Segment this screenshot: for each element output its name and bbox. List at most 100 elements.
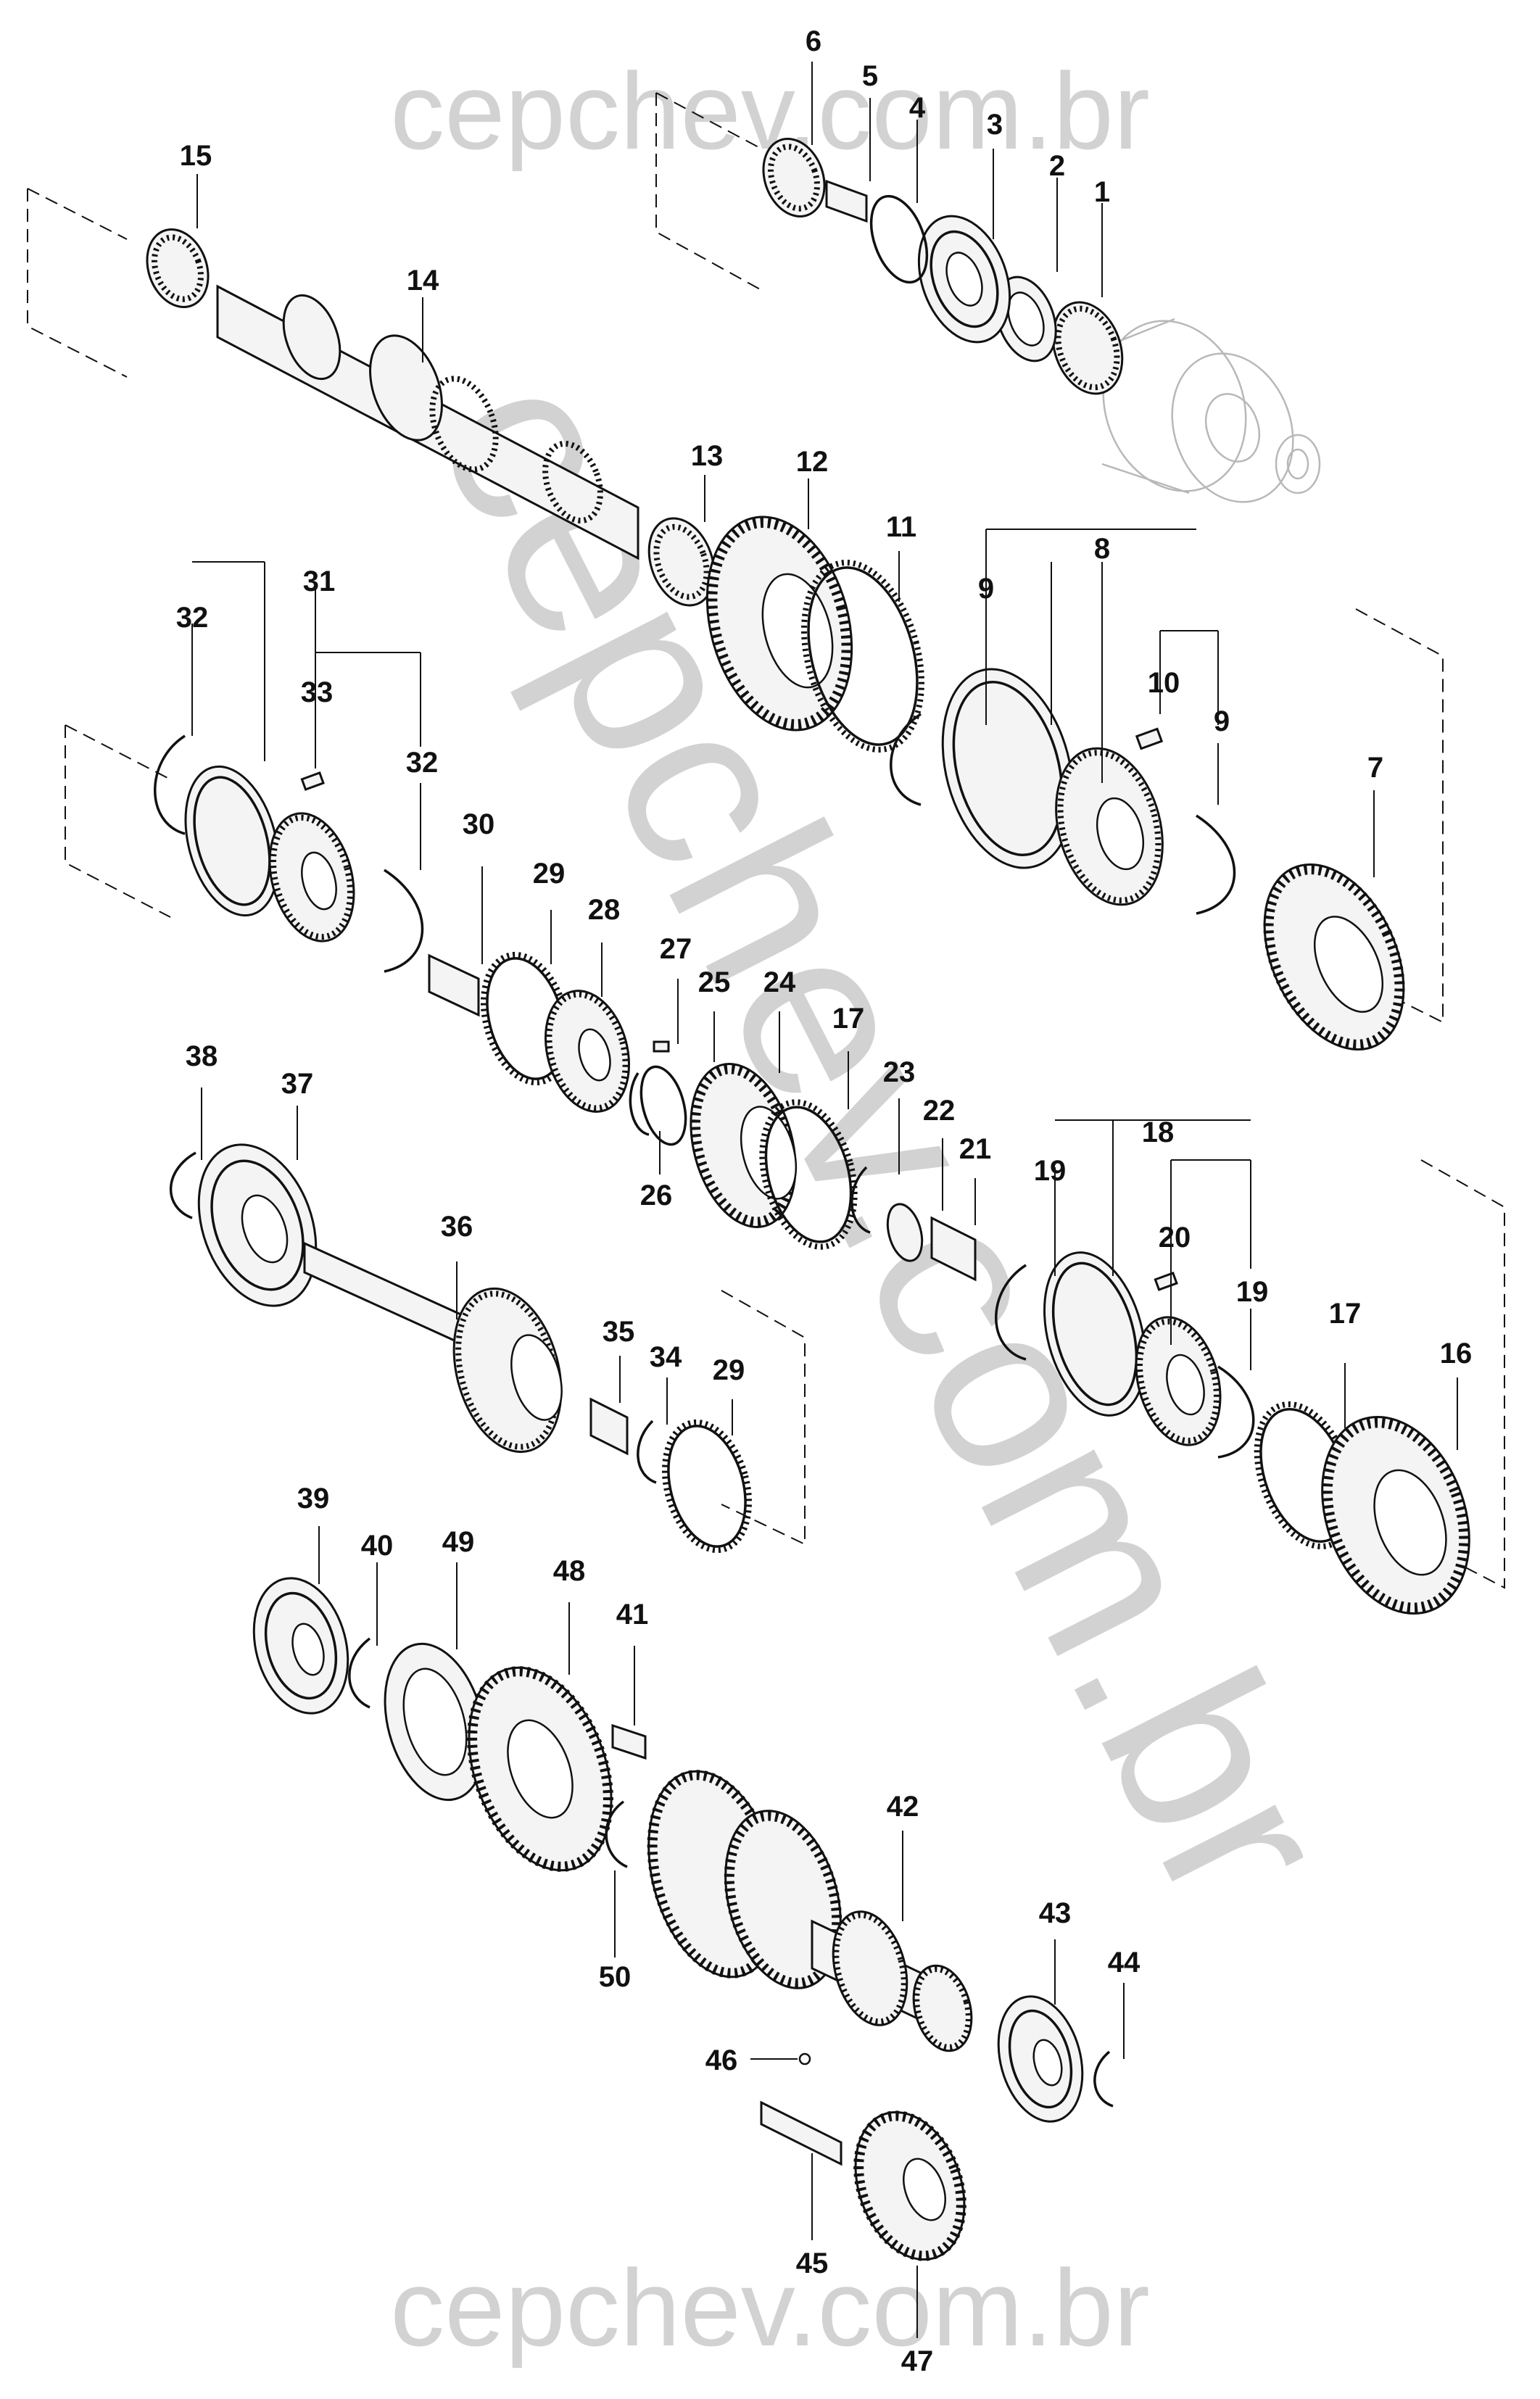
callout-21: 21: [959, 1133, 992, 1165]
part-7-teeth: [1263, 864, 1405, 1050]
part-14-collar-b: [369, 334, 443, 442]
part-3-bore: [945, 252, 983, 307]
synchro-assembly-31: [154, 734, 424, 973]
callout-19-upper: 19: [1034, 1155, 1067, 1187]
part-29b-teeth: [661, 1419, 753, 1554]
part-18-sleeve-inner: [1051, 1261, 1138, 1406]
callout-37: 37: [281, 1068, 314, 1100]
callout-8: 8: [1094, 533, 1110, 565]
part-27-shape: [653, 1040, 670, 1053]
part-39-race: [264, 1591, 338, 1700]
part-18-hub-bore: [1166, 1354, 1205, 1416]
callout-28: 28: [588, 894, 621, 926]
callout-26: 26: [640, 1180, 673, 1211]
part-4-shape: [869, 194, 929, 284]
part-44-shape: [1093, 2050, 1114, 2108]
part-48-bore: [507, 1719, 574, 1819]
part-33-shape: [300, 771, 325, 791]
callout-20: 20: [1159, 1222, 1191, 1254]
countershaft-assembly: [252, 1577, 1114, 2261]
part-50-shape: [605, 1800, 628, 1868]
part-9b-shape: [1196, 814, 1236, 915]
callout-34: 34: [650, 1341, 682, 1373]
callout-27: 27: [660, 933, 692, 965]
part-2-bore: [1007, 291, 1045, 347]
part-28-bore: [578, 1028, 611, 1082]
synchro-assembly-18: [995, 1251, 1470, 1615]
flange-light: [1072, 318, 1321, 503]
guide-hub-left-b: [65, 724, 171, 780]
middle-gear-row: [428, 951, 977, 1282]
part-16-teeth: [1322, 1417, 1470, 1613]
part-15-shape: [146, 228, 210, 308]
part-8-sleeve-inner: [952, 681, 1064, 856]
callout-9-lower: 9: [1214, 705, 1230, 737]
callout-labels: 1 2 3 4 5 6 7 8 9 9 10 11 12 13 14 15 16…: [176, 25, 1473, 2377]
callout-29-lower: 29: [713, 1354, 745, 1386]
part-23-shape: [850, 1166, 871, 1234]
part-31-sleeve-inner: [193, 776, 271, 906]
part-3-race: [930, 230, 999, 328]
part-40-shape: [348, 1637, 371, 1709]
part-17a-shape: [764, 1106, 853, 1243]
input-shaft-assembly: [146, 138, 1321, 753]
guide-input-left-b: [27, 188, 128, 240]
part-6-teeth: [768, 144, 820, 212]
part-8-hub-teeth: [1057, 750, 1162, 903]
callout-31: 31: [303, 565, 336, 597]
synchro-assembly-8: [890, 668, 1405, 1051]
callout-5: 5: [862, 60, 878, 92]
callout-19-lower: 19: [1236, 1276, 1269, 1308]
part-28-teeth: [546, 991, 629, 1111]
part-47-bore: [903, 2158, 946, 2221]
callout-24: 24: [763, 966, 796, 998]
callout-45: 45: [796, 2247, 829, 2279]
watermark-bottom: cepchev.com.br: [390, 2247, 1150, 2369]
part-12-teeth: [707, 517, 852, 730]
part-19a-shape: [995, 1264, 1027, 1361]
part-22-shape: [886, 1203, 924, 1262]
part-20-shape: [1154, 1272, 1178, 1291]
part-31-hub-bore: [301, 851, 337, 911]
part-30-shape: [428, 953, 480, 1017]
part-18-hub-teeth: [1137, 1318, 1220, 1444]
part-37-bore: [241, 1194, 289, 1264]
callout-9-upper: 9: [978, 573, 994, 605]
callout-16: 16: [1440, 1338, 1473, 1370]
callout-48: 48: [553, 1555, 586, 1587]
part-32a-shape: [154, 734, 186, 835]
part-17a-teeth: [759, 1099, 858, 1250]
part-48-teeth: [467, 1666, 613, 1872]
part-19b-shape: [1217, 1365, 1255, 1459]
part-39-bore: [291, 1623, 325, 1676]
guide-input-left: [27, 188, 128, 378]
part-42-teeth-c: [833, 1912, 907, 2025]
part-21-shape: [930, 1216, 977, 1282]
part-14-spline-b: [542, 440, 603, 524]
part-42-teeth-b: [724, 1810, 843, 1989]
part-35-shape: [589, 1397, 629, 1456]
part-11-teeth: [801, 559, 924, 753]
guide-shaft-top: [655, 93, 762, 291]
callout-4: 4: [909, 92, 926, 124]
part-11-shape: [807, 566, 919, 746]
callout-40: 40: [361, 1530, 394, 1562]
callout-32-left: 32: [176, 602, 209, 634]
callout-39: 39: [297, 1483, 330, 1515]
callout-46: 46: [705, 2044, 738, 2076]
callout-49: 49: [442, 1526, 475, 1558]
part-8-hub-bore: [1096, 797, 1144, 871]
part-43-race: [1008, 2009, 1073, 2109]
part-41-shape: [611, 1723, 647, 1760]
callout-25: 25: [698, 966, 731, 998]
part-1-teeth: [1055, 305, 1120, 391]
part-32b-shape: [384, 869, 424, 973]
callout-30: 30: [463, 808, 495, 840]
part-25-shape: [639, 1065, 687, 1146]
callout-41: 41: [616, 1599, 649, 1631]
callout-23: 23: [883, 1056, 916, 1088]
output-shaft-assembly: [169, 1143, 753, 1554]
part-15-teeth: [152, 234, 204, 302]
